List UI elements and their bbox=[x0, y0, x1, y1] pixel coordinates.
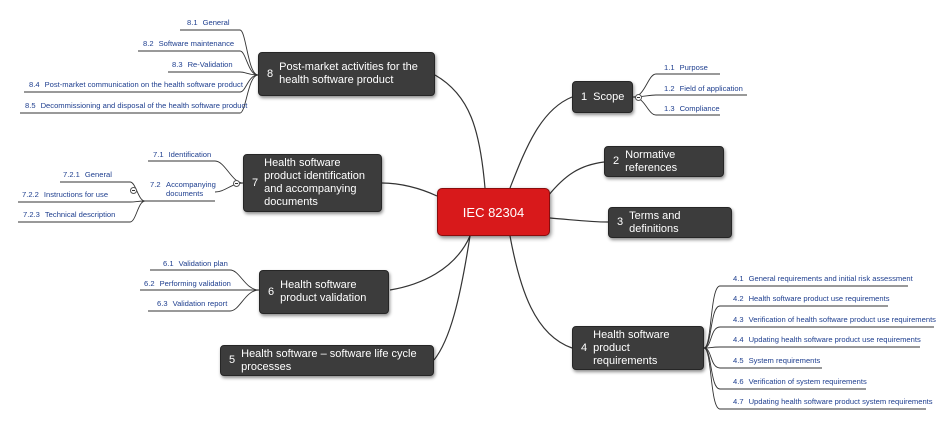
topic-product-validation[interactable]: 6 Health software product validation bbox=[259, 270, 389, 314]
topic-normative-references[interactable]: 2 Normative references bbox=[604, 146, 724, 177]
collapse-toggle-scope[interactable] bbox=[635, 94, 642, 101]
topic-number: 5 bbox=[229, 354, 236, 366]
topic-number: 2 bbox=[613, 155, 620, 167]
collapse-toggle-accompanying[interactable] bbox=[130, 187, 137, 194]
collapse-toggle-identification[interactable] bbox=[233, 180, 240, 187]
topic-number: 3 bbox=[617, 216, 624, 228]
topic-product-requirements[interactable]: 4 Health software product requirements bbox=[572, 326, 704, 370]
topic-label: Post-market activities for the health so… bbox=[279, 61, 418, 86]
topic-software-life-cycle[interactable]: 5 Health software – software life cycle … bbox=[220, 345, 434, 376]
topic-label: Terms and definitions bbox=[629, 209, 681, 235]
topic-label: Health software product validation bbox=[280, 279, 367, 304]
topic-identification-documents[interactable]: 7 Health software product identification… bbox=[243, 154, 382, 212]
topic-terms-and-definitions[interactable]: 3 Terms and definitions bbox=[608, 207, 732, 238]
topic-post-market-activities[interactable]: 8 Post-market activities for the health … bbox=[258, 52, 435, 96]
topic-scope[interactable]: 1 Scope bbox=[572, 81, 633, 113]
topic-number: 6 bbox=[268, 285, 275, 298]
topic-label: Scope bbox=[593, 90, 625, 103]
topic-number: 1 bbox=[581, 90, 588, 103]
topic-number: 4 bbox=[581, 341, 588, 354]
root-label: IEC 82304 bbox=[462, 204, 525, 220]
topic-label: Health software product requirements bbox=[593, 328, 670, 367]
root-node[interactable]: IEC 82304 bbox=[437, 188, 550, 236]
topic-number: 7 bbox=[252, 176, 259, 189]
topic-label: Health software – software life cycle pr… bbox=[241, 347, 417, 373]
topic-number: 8 bbox=[267, 67, 274, 80]
topic-label: Health software product identification a… bbox=[264, 157, 366, 208]
topic-label: Normative references bbox=[625, 148, 678, 174]
